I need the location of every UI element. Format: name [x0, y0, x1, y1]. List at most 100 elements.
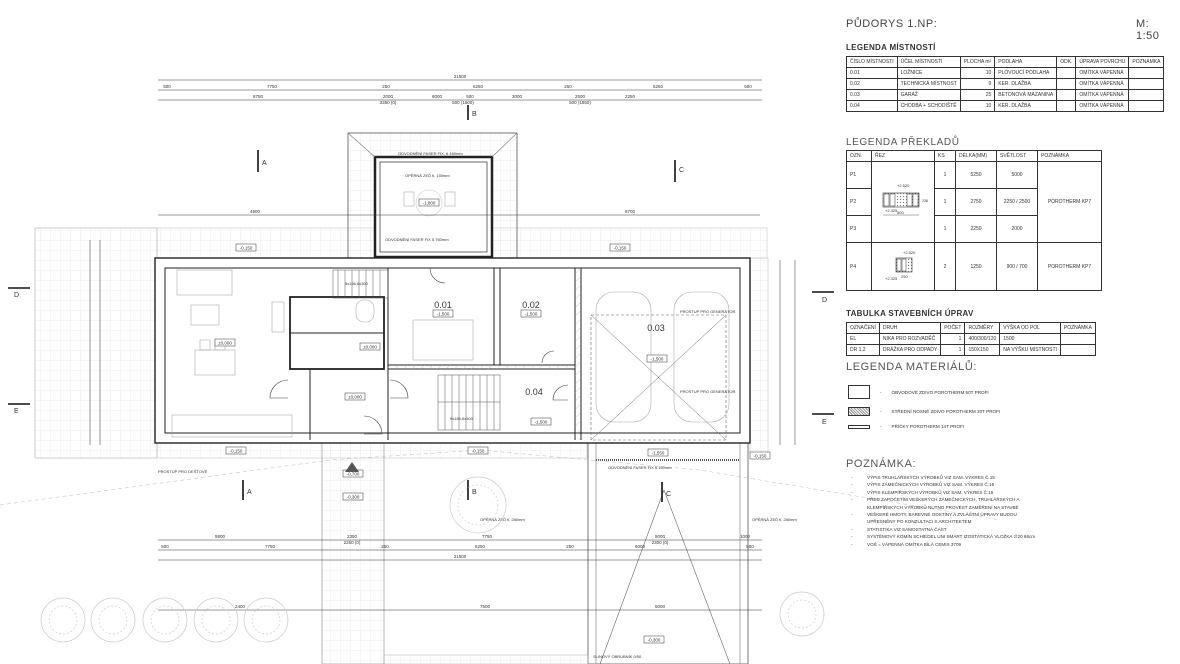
svg-text:+2.325: +2.325: [885, 208, 898, 213]
svg-text:E: E: [14, 408, 19, 415]
dim: 2500: [575, 94, 586, 99]
note-item: -STATISTIKA VIZ SAMOSTATNÁ ČÁST: [851, 526, 947, 532]
svg-text:-0,300: -0,300: [648, 638, 661, 643]
dim: 7500: [480, 604, 491, 609]
rooms-legend-title: LEGENDA MÍSTNOSTÍ: [846, 43, 936, 52]
svg-text:500: 500: [897, 210, 904, 215]
svg-text:±0,000: ±0,000: [363, 345, 377, 350]
svg-text:SLINOVÝ OBRUBNÍK 0/50: SLINOVÝ OBRUBNÍK 0/50: [593, 654, 642, 659]
dim: 500: [161, 544, 169, 549]
repairs-table-title: TABULKA STAVEBNÍCH ÚPRAV: [846, 309, 974, 318]
notes-list: -VÝPIS TRUHLÁŘSKÝCH VÝROBKŮ VIZ SAM. VÝK…: [846, 474, 1035, 548]
lintel-section-drawing: +2.520 +2.325 500 238: [871, 161, 935, 243]
dim: 2000: [383, 94, 394, 99]
dim: 500 (1500): [452, 100, 474, 105]
svg-text:±0,000: ±0,000: [348, 395, 362, 400]
level-marker-icon: [345, 462, 359, 472]
svg-text:-0,150: -0,150: [472, 449, 485, 454]
svg-text:-0,150: -0,150: [230, 449, 243, 454]
level-tags: -1,500 -1,500 -1,500 -1,500 ±0,000 ±0,00…: [214, 198, 771, 644]
dim: 2300 (0): [652, 540, 669, 545]
dim: 7750: [265, 544, 276, 549]
dim: 500: [466, 94, 474, 99]
svg-text:+2.325: +2.325: [885, 276, 898, 281]
dim: 3000: [512, 94, 523, 99]
dim-total-bottom: 21500: [454, 554, 467, 559]
outer-wall-swatch: [848, 385, 870, 399]
svg-text:-0,150: -0,150: [754, 454, 767, 459]
svg-text:A: A: [262, 160, 267, 167]
rooms-legend-table: ČÍSLO MÍSTNOSTI ÚČEL MÍSTNOSTI PLOCHA m²…: [846, 56, 1165, 112]
svg-text:+2.520: +2.520: [897, 183, 910, 188]
sheet-title: PŮDORYS 1.NP:: [846, 18, 938, 30]
dim: 500: [163, 84, 171, 89]
dim: 4900: [250, 209, 261, 214]
dim: 8700: [625, 209, 636, 214]
dim: 5000: [655, 604, 666, 609]
dim: 5800: [215, 534, 226, 539]
svg-text:D: D: [14, 292, 19, 299]
dim: 2250: [625, 94, 636, 99]
dim: 250: [381, 544, 389, 549]
note-item: KLEMPÍŘSKÝCH VÝROBKŮ NUTNO PROVÉST ZAMĚŘ…: [867, 504, 1019, 510]
note-item: UPŘESNĚNY PO KONZULTACI S ARCHITEKTEM: [867, 519, 972, 525]
material-item: -PŘÍČKY POROTHERM 14T PROFI: [848, 424, 964, 429]
dimension-lines: [89, 79, 796, 611]
dim: 7750: [482, 534, 493, 539]
dim: 2400: [235, 604, 246, 609]
room-number-0-03: 0.03: [647, 323, 665, 333]
svg-text:-1,550: -1,550: [652, 451, 665, 456]
svg-text:9x166,6x300: 9x166,6x300: [450, 416, 474, 421]
dim: 250: [564, 84, 572, 89]
note-item: -VEŠKERÉ HMOTY, BAREVNÉ ODSTÍNY A ZVLÁŠT…: [851, 512, 1017, 518]
dim: 3350 (0): [380, 100, 397, 105]
materials-legend-title: LEGENDA MATERIÁLŮ:: [846, 361, 978, 373]
svg-text:PROSTUP PRO GENERÁTOR: PROSTUP PRO GENERÁTOR: [680, 309, 736, 314]
inner-wall-swatch: [848, 407, 870, 416]
dim: 500: [746, 544, 754, 549]
note-item: -VÝPIS TRUHLÁŘSKÝCH VÝROBKŮ VIZ SAM. VÝK…: [851, 475, 995, 480]
terrace-left: [34, 227, 158, 459]
svg-text:250: 250: [901, 274, 908, 279]
note-item: -PŘED ZAPOČETÍM VEŠKERÝCH ZÁMEČNICKÝCH, …: [851, 497, 1020, 503]
svg-text:ODVODNĚNÍ FASER FIX, 6.160mm: ODVODNĚNÍ FASER FIX, 6.160mm: [398, 151, 463, 156]
dim: 250: [566, 544, 574, 549]
note-item: -VÝPIS ZÁMEČNICKÝCH VÝROBKŮ VIZ SAM. VÝK…: [851, 482, 995, 488]
svg-text:D: D: [822, 297, 827, 304]
dim: 1000: [740, 534, 751, 539]
dim-total-top: 21500: [454, 74, 467, 79]
svg-text:238: 238: [922, 199, 928, 203]
svg-text:C: C: [679, 167, 684, 174]
room-number-0-02: 0.02: [522, 300, 540, 310]
svg-text:OPĚRNÁ ZEĎ tl. 150mm: OPĚRNÁ ZEĎ tl. 150mm: [405, 173, 450, 178]
dim: 250: [382, 84, 390, 89]
svg-text:-1,500: -1,500: [525, 312, 538, 317]
lintels-legend-title: LEGENDA PŘEKLADŮ: [846, 137, 960, 148]
dim: 6000: [635, 544, 646, 549]
dim: 6250: [475, 544, 486, 549]
svg-text:C: C: [666, 491, 671, 498]
svg-text:B: B: [472, 489, 477, 496]
dim: 5000: [655, 534, 666, 539]
lintels-legend-table: OZN. ŘEZ KS DÉLKA(MM) SVĚTLOST POZNÁMKA …: [846, 150, 1102, 291]
svg-text:-1,800: -1,800: [423, 201, 436, 206]
room-number-0-01: 0.01: [434, 300, 452, 310]
lintel-section-drawing-p4: +2.520 +2.325 250: [871, 242, 935, 291]
note-item: -SYSTÉMOVÝ KOMÍN SCHIEDEL UNI SMART IZOS…: [851, 534, 1036, 540]
svg-text:PROSTUP PRO GENERÁTOR: PROSTUP PRO GENERÁTOR: [680, 389, 736, 394]
material-item: -OBVODOVÉ ZDIVO POROTHERM 50T PROFI: [848, 385, 989, 399]
svg-text:-0,300: -0,300: [347, 495, 360, 500]
note-item: -VÝPIS KLEMPÍŘSKÝCH VÝROBKŮ VIZ SAM. VÝK…: [851, 489, 994, 495]
svg-text:9x166,6x300: 9x166,6x300: [345, 281, 369, 286]
svg-text:PROSTUP PRO DEŠŤOVÉ: PROSTUP PRO DEŠŤOVÉ: [158, 469, 208, 474]
tree-symbols: [40, 476, 825, 643]
sheet-scale: M: 1:50: [1136, 18, 1160, 42]
